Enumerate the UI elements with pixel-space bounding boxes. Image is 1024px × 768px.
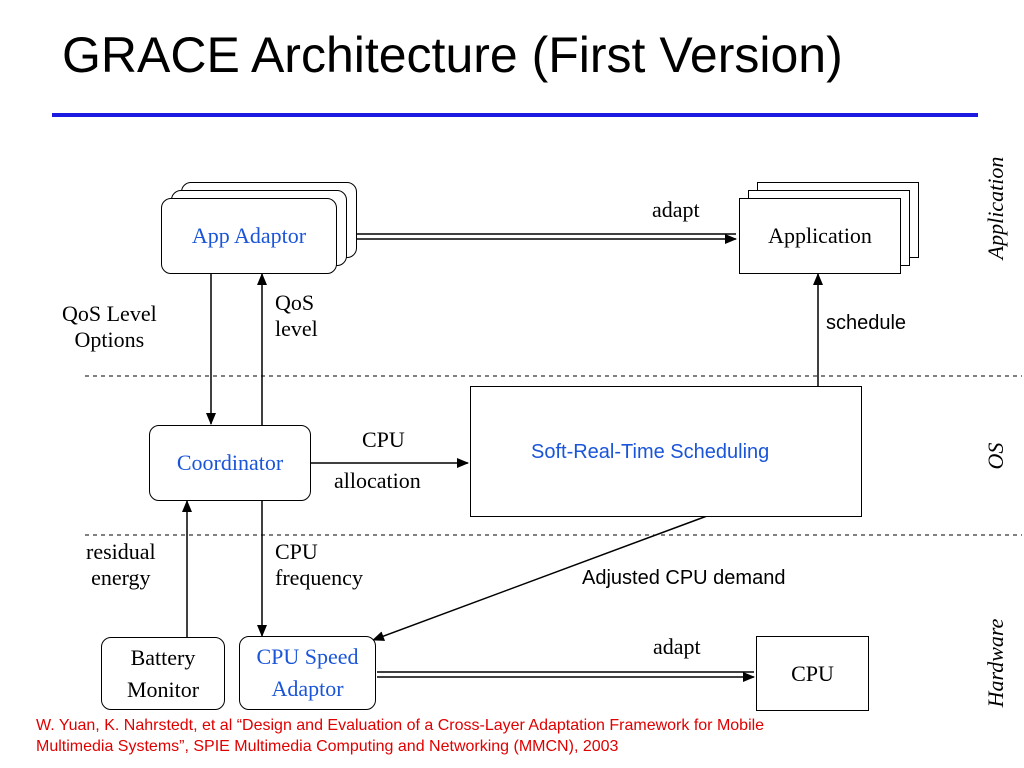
coordinator-label: Coordinator [176,450,284,475]
layer-label-hardware: Hardware [983,618,1008,708]
qos-options-line1: QoS Level [62,301,157,326]
scheduler-box: Soft-Real-Time Scheduling [470,386,862,517]
application-label: Application [768,223,872,248]
qos-level-label: QoS level [275,290,318,343]
qos-options-line2: Options [74,327,145,353]
residual-energy-line1: residual [86,539,156,564]
app-adaptor-label: App Adaptor [191,223,307,248]
app-adaptor-box: App Adaptor [161,198,337,274]
adjusted-demand-label: Adjusted CPU demand [582,567,786,589]
cpu-frequency-label: CPU frequency [275,539,363,592]
title-underline [52,113,978,117]
cpu-label: CPU [791,660,834,686]
cpu-speed-adaptor-label-line1: CPU Speed [256,644,359,670]
cpu-box: CPU [756,636,869,711]
battery-monitor-box: Battery Monitor [101,637,225,710]
coordinator-box: Coordinator [149,425,311,501]
cpu-frequency-line2: frequency [275,565,363,591]
residual-energy-label: residual energy [86,539,156,592]
citation: W. Yuan, K. Nahrstedt, et al “Design and… [36,716,996,758]
layer-label-os: OS [983,442,1008,470]
edge-adjusted-demand [372,515,708,641]
citation-line1: W. Yuan, K. Nahrstedt, et al “Design and… [36,717,765,734]
qos-level-line2: level [275,316,318,342]
slide-title: GRACE Architecture (First Version) [62,27,843,83]
battery-monitor-label-line2: Monitor [126,676,200,702]
application-box: Application [739,198,901,274]
battery-monitor-label-line1: Battery [130,644,196,670]
scheduler-label: Soft-Real-Time Scheduling [531,441,770,463]
cpu-speed-adaptor-label-line2: Adaptor [271,676,344,701]
cpu-speed-adaptor-box: CPU Speed Adaptor [239,636,376,710]
cpu-frequency-line1: CPU [275,539,318,564]
residual-energy-line2: energy [91,565,151,591]
schedule-label: schedule [826,312,907,334]
cpu-allocation-line1: CPU [362,427,405,452]
qos-level-line1: QoS [275,290,315,315]
cpu-allocation-line2: allocation [334,468,421,493]
qos-options-label: QoS Level Options [62,301,157,354]
citation-line2: Multimedia Systems”, SPIE Multimedia Com… [36,737,619,755]
adapt-cpu-label: adapt [653,634,701,659]
adapt-app-label: adapt [652,197,700,222]
layer-label-application: Application [983,156,1008,260]
